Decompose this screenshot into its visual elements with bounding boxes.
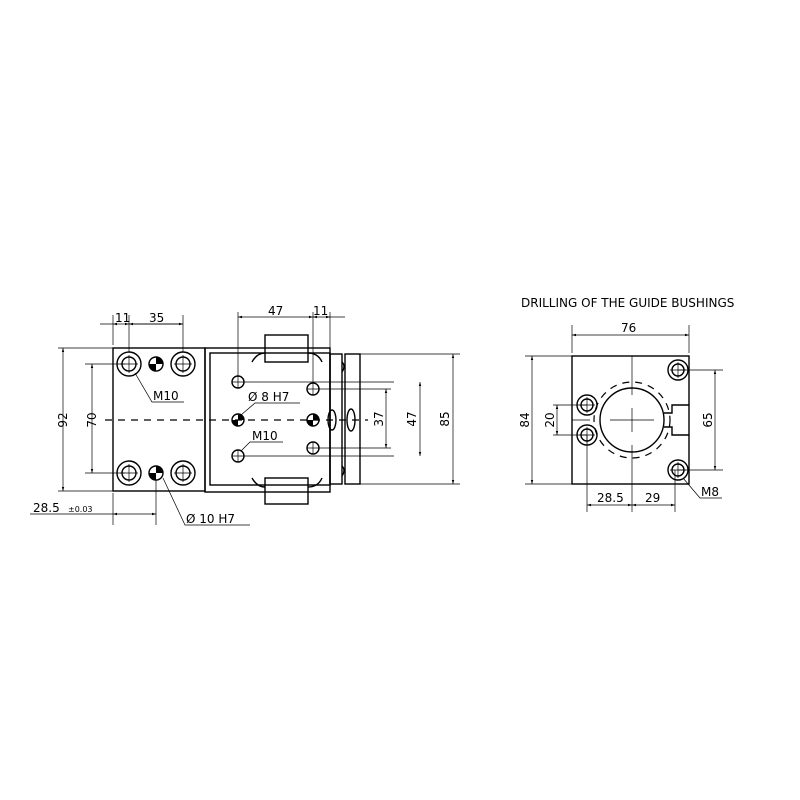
right-view-title: DRILLING OF THE GUIDE BUSHINGS bbox=[521, 296, 734, 310]
dim-20: 20 bbox=[543, 412, 557, 427]
m10-holes bbox=[120, 355, 320, 482]
strip-2 bbox=[344, 353, 361, 485]
dim-84: 84 bbox=[518, 412, 532, 427]
callout-dia8-h7: Ø 8 H7 bbox=[248, 390, 289, 404]
dim-37: 37 bbox=[372, 411, 386, 426]
dim-11: 11 bbox=[115, 311, 130, 325]
tolerance: ±0.03 bbox=[68, 505, 93, 514]
dim-28-5: 28.5 bbox=[33, 501, 60, 515]
dim-47-top: 47 bbox=[268, 304, 283, 318]
bottom-clamp-block bbox=[264, 477, 309, 505]
callout-m10-left: M10 bbox=[153, 389, 179, 403]
dim-28-5-right: 28.5 bbox=[597, 491, 624, 505]
dim-76: 76 bbox=[621, 321, 636, 335]
bushing-outline bbox=[593, 381, 671, 459]
dim-85: 85 bbox=[438, 411, 452, 426]
right-dimensions bbox=[525, 325, 723, 512]
dim-11-top: 11 bbox=[313, 304, 328, 318]
dimensions bbox=[30, 312, 460, 526]
top-clamp-block bbox=[264, 334, 309, 363]
right-view: DRILLING OF THE GUIDE BUSHINGS 7 bbox=[518, 296, 734, 512]
dim-92: 92 bbox=[56, 412, 70, 427]
callout-m10-mid: M10 bbox=[252, 429, 278, 443]
dim-29: 29 bbox=[645, 491, 660, 505]
callout-m8: M8 bbox=[701, 485, 719, 499]
left-view: 11 35 92 70 28.5 ±0.03 47 11 37 47 85 M1… bbox=[30, 304, 460, 526]
dim-65: 65 bbox=[701, 412, 715, 427]
callout-dia10-h7: Ø 10 H7 bbox=[186, 512, 235, 526]
strip-1 bbox=[329, 353, 343, 485]
dim-47-vertical: 47 bbox=[405, 411, 419, 426]
dim-70: 70 bbox=[85, 412, 99, 427]
dim-35: 35 bbox=[149, 311, 164, 325]
dowel-pins bbox=[148, 356, 320, 481]
body-inner bbox=[209, 352, 331, 486]
